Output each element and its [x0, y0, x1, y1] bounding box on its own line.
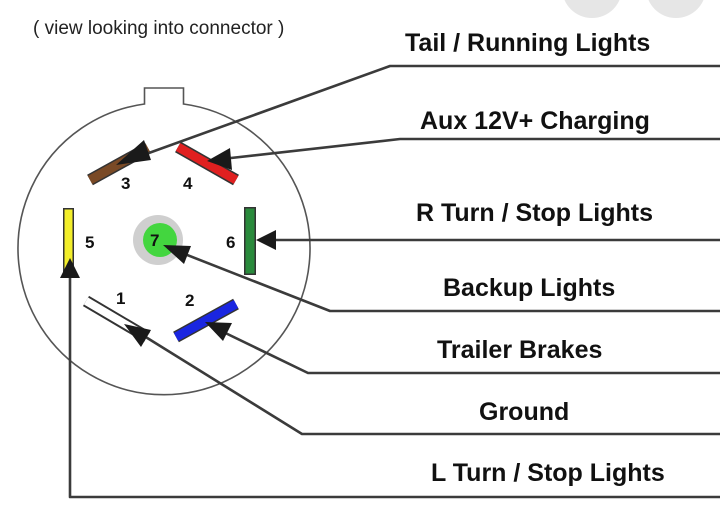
pin-2-number: 2 [185, 291, 194, 310]
corner-shape-left [564, 0, 620, 18]
label-backup-lights: Backup Lights [443, 274, 615, 302]
arrow-tail-running-lights [116, 140, 151, 165]
pin-5: 5 [63, 208, 94, 275]
pin-2: 2 [173, 291, 239, 343]
wire-ground [135, 329, 720, 436]
wire-aux-charging [221, 137, 720, 161]
arrow-backup-lights [163, 245, 191, 264]
pin-6: 6 [226, 207, 256, 275]
arrow-aux-charging [207, 148, 232, 170]
pin-5-number: 5 [85, 233, 94, 252]
label-trailer-brakes: Trailer Brakes [437, 336, 602, 364]
wire-l-turn-stop [68, 266, 720, 499]
pin-5-contact [64, 209, 73, 274]
diagram-caption: ( view looking into connector ) [33, 18, 284, 39]
wire-backup-lights [176, 249, 720, 313]
pin-4-contact [175, 143, 239, 184]
pin-7: 7 [133, 215, 183, 265]
arrow-l-turn-stop [60, 258, 80, 278]
pin-2-contact [173, 300, 239, 341]
wire-trailer-brakes [214, 326, 720, 375]
arrow-trailer-brakes [205, 322, 232, 341]
arrow-ground [124, 324, 151, 347]
label-r-turn-stop: R Turn / Stop Lights [416, 199, 653, 227]
pin-6-contact [245, 208, 255, 274]
corner-shape-right [648, 0, 704, 18]
pin-6-number: 6 [226, 233, 235, 252]
pin-4-number: 4 [183, 174, 193, 193]
pin-7-number: 7 [150, 231, 159, 250]
pin-3-number: 3 [121, 174, 130, 193]
pin-4: 4 [175, 141, 239, 193]
label-ground: Ground [479, 398, 569, 426]
label-aux-charging: Aux 12V+ Charging [420, 107, 650, 135]
pin-1-number: 1 [116, 289, 125, 308]
wire-tail-running-lights [134, 64, 720, 160]
arrow-r-turn-stop [256, 230, 276, 250]
label-l-turn-stop: L Turn / Stop Lights [431, 459, 665, 487]
label-tail-running-lights: Tail / Running Lights [405, 29, 650, 57]
